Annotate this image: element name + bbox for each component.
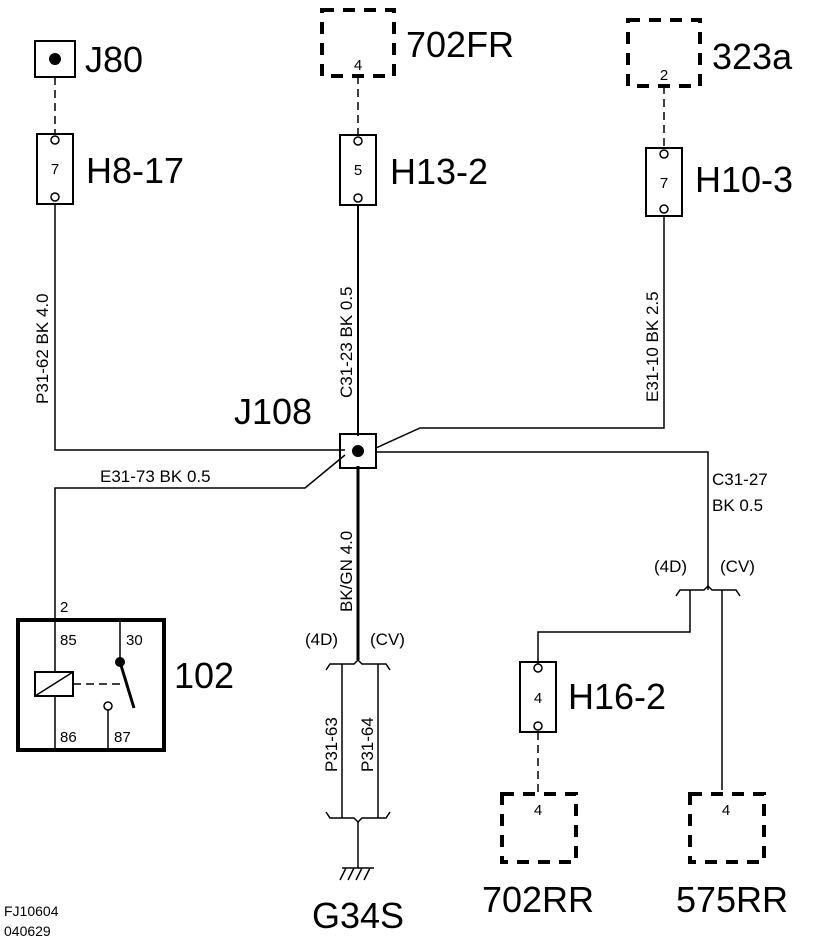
variant-bracket-right (675, 584, 741, 597)
wire-label-bk-gn: BK/GN 4.0 (337, 531, 356, 612)
connector-702fr: 4 702FR (320, 8, 514, 78)
figure-date: 040629 (4, 923, 51, 939)
splice-j108-label: J108 (234, 391, 312, 432)
wire-label-p31-64: P31-64 (358, 717, 377, 772)
harness-connector-h16: 4 H16-2 (519, 661, 666, 733)
wire-label-c31-23: C31-23 BK 0.5 (337, 286, 356, 398)
connector-702rr-pin: 4 (534, 802, 542, 819)
connector-702fr-pin: 4 (354, 57, 362, 74)
harness-h8-pin: 7 (51, 161, 59, 178)
variant-bracket-bottom-center (325, 811, 391, 824)
connector-323a-pin: 2 (660, 67, 668, 84)
wire-label-p31-62: P31-62 BK 4.0 (33, 293, 52, 404)
wire-to-h16 (537, 590, 691, 664)
variant-bracket-top-center (325, 658, 391, 671)
wire-label-c31-27-line1: C31-27 (712, 470, 768, 489)
wire-e31-73 (54, 454, 346, 598)
relay-switch-icon (118, 661, 136, 709)
relay-terminal-85: 85 (60, 632, 77, 649)
connector-702rr-label: 702RR (482, 879, 594, 920)
connector-702fr-label: 702FR (406, 24, 514, 65)
harness-connector-h8: 7 H8-17 (36, 133, 184, 205)
connector-575rr-label: 575RR (676, 879, 788, 920)
relay-102-label: 102 (174, 655, 234, 696)
wire-label-c31-27-line2: BK 0.5 (712, 496, 763, 515)
connector-j80: J80 (34, 39, 143, 80)
harness-h16-label: H16-2 (568, 676, 666, 717)
connector-323a: 2 323a (626, 18, 793, 88)
harness-connector-h13: 5 H13-2 (339, 134, 488, 206)
relay-terminal-86: 86 (60, 729, 77, 746)
variant-cv-right: (CV) (720, 557, 755, 576)
wire-label-e31-73: E31-73 BK 0.5 (100, 467, 211, 486)
figure-code: FJ10604 (4, 903, 59, 919)
harness-h13-pin: 5 (354, 162, 362, 179)
connector-323a-label: 323a (712, 36, 793, 77)
relay-terminal-87: 87 (114, 729, 131, 746)
harness-h8-label: H8-17 (86, 150, 184, 191)
ground-g34s-label: G34S (312, 895, 404, 936)
relay-terminal-30: 30 (126, 632, 143, 649)
wire-e31-10 (375, 216, 665, 449)
variant-cv-center: (CV) (370, 630, 405, 649)
connector-575rr: 4 575RR (676, 792, 788, 920)
splice-j108: J108 (234, 391, 377, 469)
harness-h16-pin: 4 (534, 690, 542, 707)
connector-j80-label: J80 (85, 39, 143, 80)
wire-label-p31-63: P31-63 (322, 717, 341, 772)
harness-connector-h10: 7 H10-3 (645, 147, 793, 217)
variant-4d-right: (4D) (654, 557, 687, 576)
connector-575rr-pin: 4 (722, 802, 730, 819)
wire-c31-27 (376, 451, 709, 590)
connector-702rr: 4 702RR (482, 792, 594, 920)
harness-h10-label: H10-3 (695, 159, 793, 200)
relay-pin-2: 2 (60, 599, 68, 616)
relay-102: 2 85 30 86 87 102 (16, 598, 234, 752)
wire-label-e31-10: E31-10 BK 2.5 (643, 291, 662, 402)
wire-p31-62 (54, 204, 345, 451)
harness-h10-pin: 7 (660, 175, 668, 192)
variant-4d-center: (4D) (305, 630, 338, 649)
ground-symbol-icon (339, 867, 374, 881)
harness-h13-label: H13-2 (390, 151, 488, 192)
